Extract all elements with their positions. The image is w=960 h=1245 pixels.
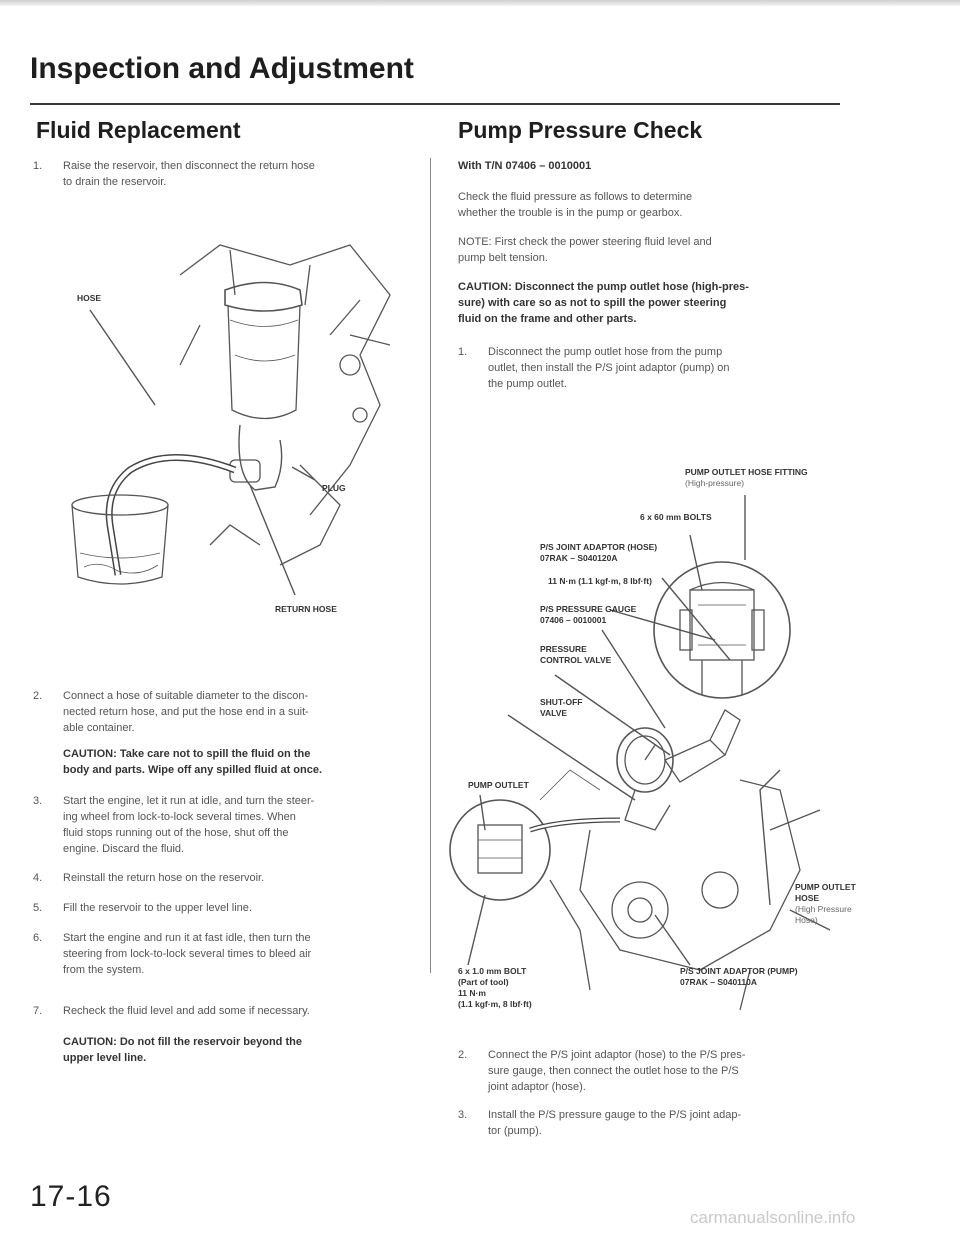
step-line: fluid stops running out of the hose, shu… — [63, 827, 289, 839]
fr-caution-level: CAUTION: Do not fill the reservoir beyon… — [63, 1034, 423, 1066]
bolt-label-1: 6 x 1.0 mm BOLT — [458, 966, 527, 976]
caution-line: body and parts. Wipe off any spilled flu… — [63, 764, 323, 776]
pp-note: NOTE: First check the power steering flu… — [458, 234, 838, 266]
step-line: to drain the reservoir. — [63, 176, 167, 188]
step-number: 7. — [33, 1005, 43, 1017]
note-line: NOTE: First check the power steering flu… — [458, 236, 712, 248]
pp-intro: Check the fluid pressure as follows to d… — [458, 189, 838, 221]
step-number: 2. — [33, 690, 43, 702]
caution-line: sure) with care so as not to spill the p… — [458, 297, 727, 309]
gauge-label: P/S PRESSURE GAUGE — [540, 604, 637, 614]
fluid-replacement-heading: Fluid Replacement — [36, 117, 241, 143]
caution-line: CAUTION: Do not fill the reservoir beyon… — [63, 1036, 302, 1048]
step-number: 1. — [458, 346, 468, 358]
column-divider — [430, 158, 431, 973]
adaptor-hose-pn: 07RAK – S040120A — [540, 553, 618, 563]
step-number: 4. — [33, 872, 43, 884]
return-hose-label: RETURN HOSE — [275, 604, 337, 614]
pressure-valve-label-1: PRESSURE — [540, 644, 587, 654]
caution-line: CAUTION: Disconnect the pump outlet hose… — [458, 281, 749, 293]
intro-line: whether the trouble is in the pump or ge… — [458, 207, 683, 219]
step-line: nected return hose, and put the hose end… — [63, 706, 309, 718]
fitting-sub-label: (High-pressure) — [685, 478, 745, 488]
step-number: 1. — [33, 160, 43, 172]
top-edge-bar — [0, 0, 960, 6]
step-line: Recheck the fluid level and add some if … — [63, 1005, 310, 1017]
pump-outlet-label: PUMP OUTLET — [468, 780, 529, 790]
step-line: steering from lock-to-lock several times… — [63, 948, 312, 960]
step-line: Disconnect the pump outlet hose from the… — [488, 346, 723, 358]
step-number: 6. — [33, 932, 43, 944]
step-line: Fill the reservoir to the upper level li… — [63, 902, 252, 914]
bolts-label: 6 x 60 mm BOLTS — [640, 512, 712, 522]
bolt-label-3: 11 N·m — [458, 988, 486, 998]
title-rule — [30, 103, 840, 105]
step-line: Connect a hose of suitable diameter to t… — [63, 690, 309, 702]
fitting-label: PUMP OUTLET HOSE FITTING — [685, 467, 808, 477]
outlet-hose-label-1: PUMP OUTLET — [795, 882, 856, 892]
step-line: Start the engine, let it run at idle, an… — [63, 795, 315, 807]
outlet-hose-label-2: HOSE — [795, 893, 820, 903]
plug-label: PLUG — [322, 483, 346, 493]
step-line: engine. Discard the fluid. — [63, 843, 185, 855]
with-tool-note: With T/N 07406 – 0010001 — [458, 160, 592, 172]
step-number: 3. — [458, 1109, 468, 1121]
fr-caution-spill: CAUTION: Take care not to spill the flui… — [63, 746, 423, 778]
outlet-hose-label-4: Hose) — [795, 915, 818, 925]
pp-caution: CAUTION: Disconnect the pump outlet hose… — [458, 279, 838, 327]
reservoir-drain-figure — [71, 244, 391, 596]
step-line: joint adaptor (hose). — [488, 1081, 586, 1093]
caution-line: fluid on the frame and other parts. — [458, 313, 637, 325]
watermark: carmanualsonline.info — [690, 1208, 856, 1227]
adaptor-hose-label: P/S JOINT ADAPTOR (HOSE) — [540, 542, 658, 552]
step-line: able container. — [63, 722, 135, 734]
step-line: from the system. — [63, 964, 145, 976]
intro-line: Check the fluid pressure as follows to d… — [458, 191, 693, 203]
shutoff-label-2: VALVE — [540, 708, 568, 718]
adaptor-pump-label: P/S JOINT ADAPTOR (PUMP) — [680, 966, 798, 976]
step-number: 5. — [33, 902, 43, 914]
note-line: pump belt tension. — [458, 252, 548, 264]
step-line: the pump outlet. — [488, 378, 567, 390]
gauge-pn: 07406 – 0010001 — [540, 615, 607, 625]
pressure-gauge-figure — [449, 495, 831, 1011]
page-number: 17-16 — [30, 1180, 112, 1213]
step-line: Reinstall the return hose on the reservo… — [63, 872, 265, 884]
step-line: ing wheel from lock-to-lock several time… — [63, 811, 296, 823]
shutoff-label-1: SHUT-OFF — [540, 697, 583, 707]
outlet-hose-label-3: (High Pressure — [795, 904, 852, 914]
step-number: 3. — [33, 795, 43, 807]
step-number: 2. — [458, 1049, 468, 1061]
step-line: Raise the reservoir, then disconnect the… — [63, 160, 315, 172]
caution-line: upper level line. — [63, 1052, 147, 1064]
page-title: Inspection and Adjustment — [30, 52, 414, 85]
step-line: sure gauge, then connect the outlet hose… — [488, 1065, 739, 1077]
torque-label: 11 N·m (1.1 kgf·m, 8 lbf·ft) — [548, 576, 652, 586]
step-line: Start the engine and run it at fast idle… — [63, 932, 311, 944]
pressure-valve-label-2: CONTROL VALVE — [540, 655, 612, 665]
step-line: Install the P/S pressure gauge to the P/… — [488, 1109, 742, 1121]
pump-pressure-heading: Pump Pressure Check — [458, 117, 703, 143]
step-line: Connect the P/S joint adaptor (hose) to … — [488, 1049, 746, 1061]
bolt-label-2: (Part of tool) — [458, 977, 509, 987]
step-line: outlet, then install the P/S joint adapt… — [488, 362, 730, 374]
hose-label: HOSE — [77, 293, 102, 303]
step-line: tor (pump). — [488, 1125, 542, 1137]
adaptor-pump-pn: 07RAK – S040110A — [680, 977, 758, 987]
bolt-label-4: (1.1 kgf·m, 8 lbf·ft) — [458, 999, 532, 1009]
caution-line: CAUTION: Take care not to spill the flui… — [63, 748, 311, 760]
